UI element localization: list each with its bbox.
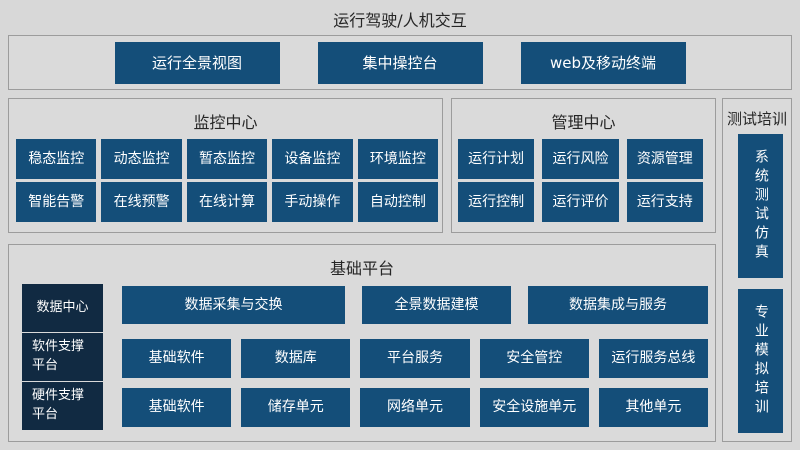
tile-online-warning[interactable]: 在线预警 [101, 182, 182, 222]
tile-basic-software-hardware[interactable]: 基础软件 [122, 388, 232, 427]
tile-steady-state-monitoring[interactable]: 稳态监控 [16, 139, 97, 179]
data-center-row: 数据采集与交换 全景数据建模 数据集成与服务 [122, 286, 708, 324]
monitoring-center-title: 监控中心 [193, 113, 258, 132]
basic-platform-title: 基础平台 [329, 259, 394, 278]
tile-data-collection-exchange[interactable]: 数据采集与交换 [122, 286, 345, 324]
tile-environment-monitoring[interactable]: 环境监控 [357, 139, 439, 179]
tile-operation-control[interactable]: 运行控制 [458, 182, 535, 222]
monitoring-row-2: 智能告警 在线预警 在线计算 手动操作 自动控制 [16, 182, 439, 222]
tile-intelligent-alarm[interactable]: 智能告警 [16, 182, 97, 222]
tile-storage-unit[interactable]: 储存单元 [241, 388, 351, 427]
hardware-support-row: 基础软件 储存单元 网络单元 安全设施单元 其他单元 [122, 388, 709, 427]
tile-automatic-control[interactable]: 自动控制 [357, 182, 439, 222]
tile-dynamic-monitoring[interactable]: 动态监控 [101, 139, 182, 179]
human-machine-interaction-panel: 运行全景视图 集中操控台 web及移动终端 [8, 35, 792, 90]
tile-other-unit[interactable]: 其他单元 [598, 388, 709, 427]
test-training-title: 测试培训 [726, 110, 787, 128]
tile-equipment-monitoring[interactable]: 设备监控 [272, 139, 353, 179]
tile-platform-services[interactable]: 平台服务 [360, 339, 470, 378]
basic-platform-panel: 基础平台 数据中心 软件支撑 平台 硬件支撑 平台 数据采集与交换 全景数据建模… [8, 244, 716, 442]
tile-network-unit[interactable]: 网络单元 [360, 388, 470, 427]
page-title: 运行驾驶/人机交互 [333, 11, 467, 30]
tile-operation-support[interactable]: 运行支持 [626, 182, 703, 222]
tile-operation-panorama-view[interactable]: 运行全景视图 [114, 41, 280, 84]
tile-professional-simulation-training[interactable]: 专业模拟培训 [738, 289, 783, 433]
tile-panorama-data-modeling[interactable]: 全景数据建模 [362, 286, 511, 324]
tile-operation-evaluation[interactable]: 运行评价 [542, 182, 619, 222]
tile-transient-monitoring[interactable]: 暂态监控 [186, 139, 268, 179]
tile-security-facility-unit[interactable]: 安全设施单元 [479, 388, 589, 427]
tile-manual-operation[interactable]: 手动操作 [272, 182, 353, 222]
row-label-data-center: 数据中心 [22, 284, 103, 332]
tile-database[interactable]: 数据库 [241, 339, 351, 378]
tile-operation-risk[interactable]: 运行风险 [542, 139, 619, 179]
monitoring-row-1: 稳态监控 动态监控 暂态监控 设备监控 环境监控 [16, 139, 439, 179]
tile-data-integration-services[interactable]: 数据集成与服务 [528, 286, 708, 324]
tile-online-calculation[interactable]: 在线计算 [186, 182, 268, 222]
tile-web-mobile-terminal[interactable]: web及移动终端 [520, 41, 686, 84]
software-support-row: 基础软件 数据库 平台服务 安全管控 运行服务总线 [122, 339, 709, 378]
tile-resource-management[interactable]: 资源管理 [626, 139, 703, 179]
tile-system-test-simulation[interactable]: 系统测试仿真 [738, 134, 783, 278]
row-label-hardware-support-platform: 硬件支撑 平台 [22, 382, 103, 430]
tile-operation-plan[interactable]: 运行计划 [458, 139, 535, 179]
management-center-panel: 管理中心 运行计划 运行风险 资源管理 运行控制 运行评价 运行支持 [451, 98, 716, 233]
tile-operation-service-bus[interactable]: 运行服务总线 [598, 339, 709, 378]
test-training-panel: 测试培训 系统测试仿真 专业模拟培训 [722, 98, 792, 442]
management-row-2: 运行控制 运行评价 运行支持 [458, 182, 703, 222]
tile-security-control[interactable]: 安全管控 [479, 339, 589, 378]
management-row-1: 运行计划 运行风险 资源管理 [458, 139, 703, 179]
management-center-title: 管理中心 [551, 113, 616, 132]
row-label-software-support-platform: 软件支撑 平台 [22, 333, 103, 381]
tile-central-console[interactable]: 集中操控台 [317, 41, 483, 84]
monitoring-center-panel: 监控中心 稳态监控 动态监控 暂态监控 设备监控 环境监控 智能告警 在线预警 … [8, 98, 443, 233]
tile-basic-software[interactable]: 基础软件 [122, 339, 232, 378]
